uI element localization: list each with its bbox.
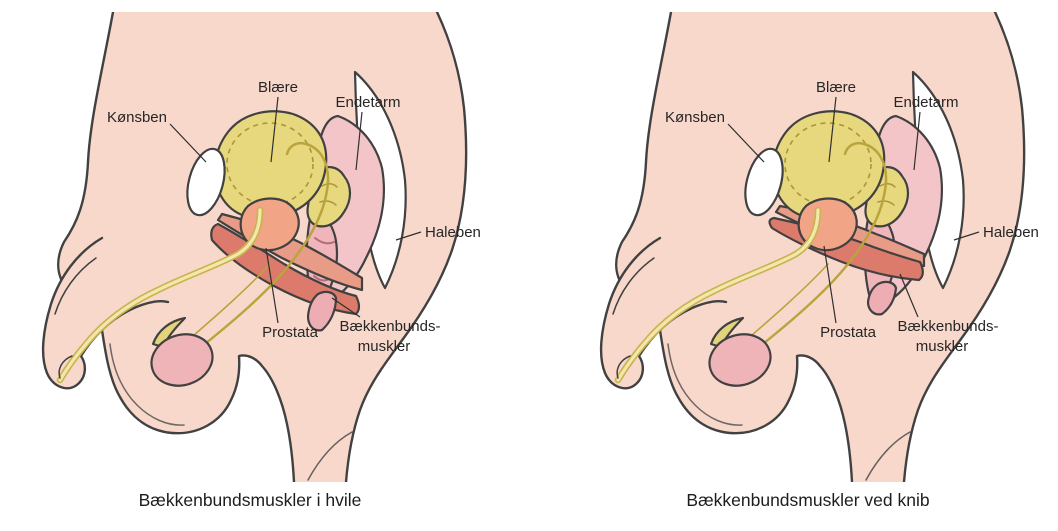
penis-shaft-outline	[599, 236, 728, 390]
vas-deferens	[751, 141, 888, 354]
scrotum-inner-line	[109, 343, 185, 426]
foreskin-line	[58, 355, 73, 379]
front-body-outline	[57, 12, 296, 482]
label-koensben: Kønsben	[107, 109, 167, 126]
leader-lines	[169, 96, 422, 324]
urethra-channel	[616, 208, 820, 382]
buttock-crease-line	[307, 431, 353, 481]
penis-shaft-outline	[41, 236, 170, 390]
label-koensben: Kønsben	[665, 109, 725, 126]
pubic-bone	[744, 147, 784, 217]
leader-lines	[727, 96, 980, 324]
label-prostata: Prostata	[820, 324, 877, 341]
spermatic-cord-line	[743, 263, 829, 343]
label-blaere: Blære	[258, 79, 298, 96]
leader-baekkenbund	[331, 297, 361, 318]
bladder-inner-lining	[784, 122, 872, 206]
labels: Kønsben Blære Endetarm Haleben Prostata …	[665, 79, 1039, 355]
penis-shaft	[601, 238, 726, 389]
pubic-bone	[186, 147, 226, 217]
penis-shaft-inner-line	[612, 257, 655, 315]
anatomy-illustration-rest: Kønsben Blære Endetarm Haleben Prostata …	[41, 12, 481, 482]
front-body-outline	[615, 12, 854, 482]
leader-baekkenbund	[899, 273, 919, 318]
testicle	[708, 333, 772, 387]
label-haleben: Haleben	[425, 224, 481, 241]
scrotum-inner-line	[667, 343, 743, 426]
vas-deferens	[193, 141, 330, 354]
penis-shaft	[43, 238, 168, 389]
leader-koensben	[169, 123, 207, 163]
leader-koensben	[727, 123, 765, 163]
label-baekkenbund-line2: muskler	[916, 338, 969, 355]
seminal-vesicle-texture	[877, 183, 896, 206]
label-blaere: Blære	[816, 79, 856, 96]
caption-rest: Bækkenbundsmuskler i hvile	[138, 490, 362, 510]
label-baekkenbund-line1: Bækkenbunds-	[898, 318, 999, 335]
label-haleben: Haleben	[983, 224, 1039, 241]
anatomy-illustration-squeeze: Kønsben Blære Endetarm Haleben Prostata …	[599, 12, 1039, 482]
panel-squeeze: Kønsben Blære Endetarm Haleben Prostata …	[568, 12, 1048, 511]
bladder-inner-lining	[226, 122, 314, 206]
label-baekkenbund-line2: muskler	[358, 338, 411, 355]
panel-rest: Kønsben Blære Endetarm Haleben Prostata …	[10, 12, 490, 511]
spermatic-cord-line	[185, 263, 271, 343]
label-endetarm: Endetarm	[335, 94, 400, 111]
anal-canal	[866, 280, 898, 316]
label-baekkenbund-line1: Bækkenbunds-	[340, 318, 441, 335]
caption-squeeze: Bækkenbundsmuskler ved knib	[686, 490, 930, 510]
leader-prostata	[265, 247, 279, 324]
back-body-outline	[902, 12, 1026, 482]
penis-shaft-inner-line	[54, 257, 97, 315]
label-endetarm: Endetarm	[893, 94, 958, 111]
urethra-channel	[58, 208, 262, 382]
leader-haleben	[953, 231, 980, 241]
leader-endetarm	[913, 111, 921, 171]
foreskin-line	[616, 355, 631, 379]
leader-blaere	[828, 96, 837, 163]
back-body-outline	[344, 12, 468, 482]
leader-haleben	[395, 231, 422, 241]
leader-prostata	[823, 245, 837, 324]
anal-canal	[306, 290, 338, 332]
label-prostata: Prostata	[262, 324, 319, 341]
labels: Kønsben Blære Endetarm Haleben Prostata …	[107, 79, 481, 355]
testicle	[150, 333, 214, 387]
buttock-crease-line	[865, 431, 911, 481]
leader-blaere	[270, 96, 279, 163]
seminal-vesicle-texture	[319, 183, 338, 206]
leader-endetarm	[355, 111, 363, 171]
